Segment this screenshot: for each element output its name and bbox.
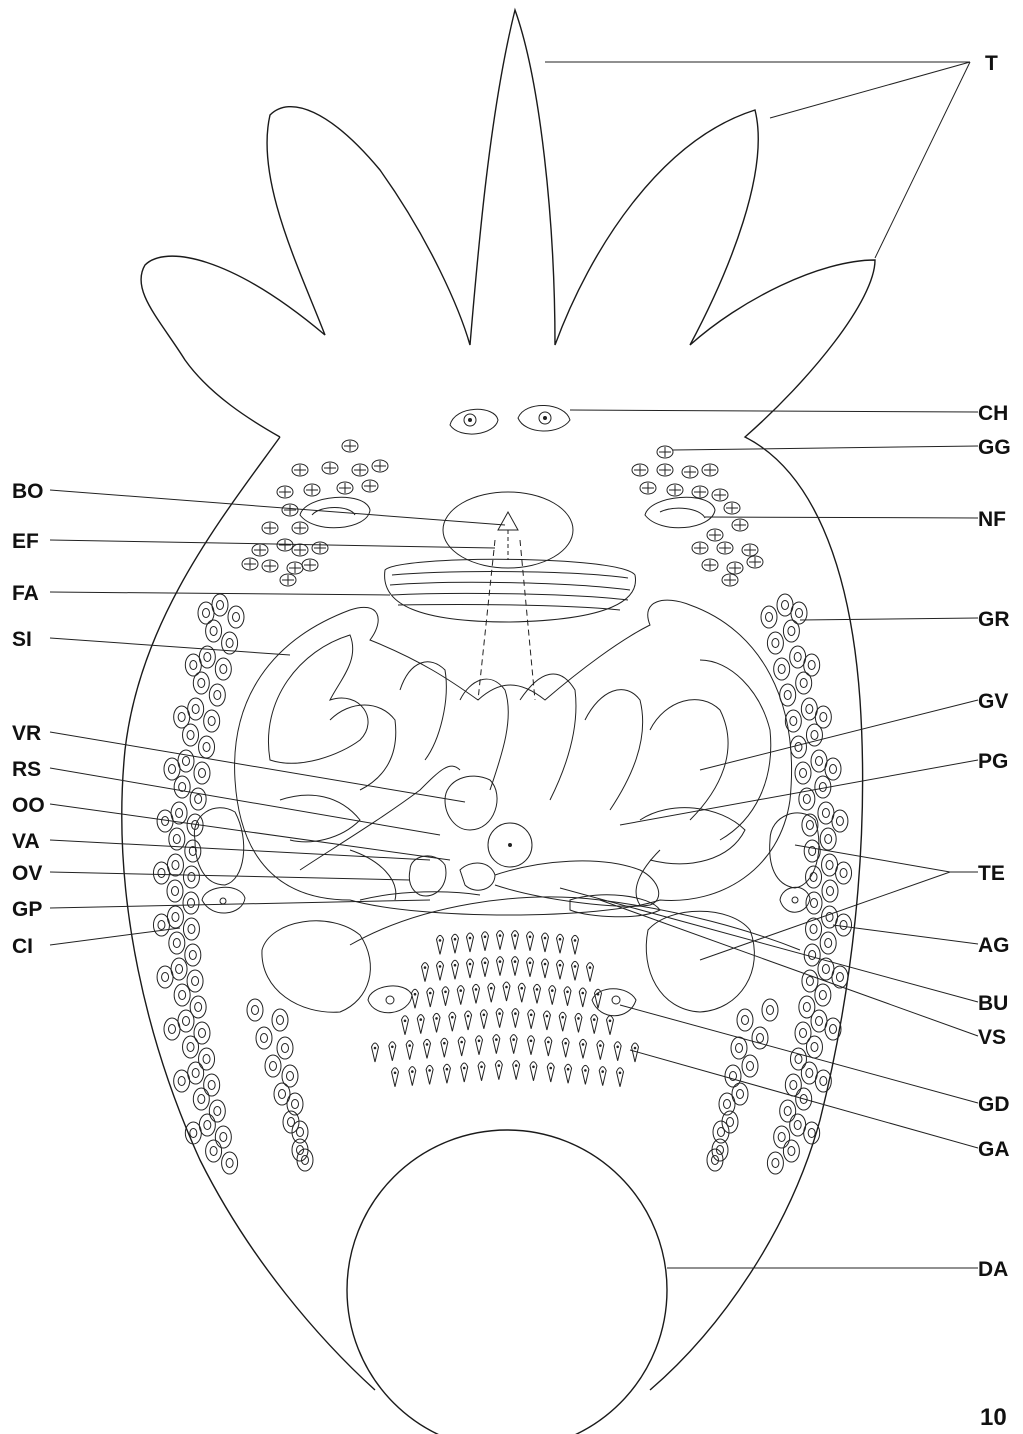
label-gd: GD	[978, 1093, 1010, 1116]
label-te: TE	[978, 862, 1005, 885]
granular-cells-left	[153, 594, 313, 1174]
label-bu: BU	[978, 992, 1008, 1015]
label-ch: CH	[978, 402, 1008, 425]
label-pg: PG	[978, 750, 1008, 773]
label-oo: OO	[12, 794, 45, 817]
posterior-disc	[347, 1130, 667, 1434]
label-ci: CI	[12, 935, 33, 958]
label-gv: GV	[978, 690, 1008, 713]
reproductive-organs	[300, 766, 800, 950]
label-rs: RS	[12, 758, 41, 781]
labels: T CH GG NF GR GV PG TE AG BU VS GD GA DA…	[12, 52, 1011, 1431]
label-nf: NF	[978, 508, 1006, 531]
label-da: DA	[978, 1258, 1008, 1281]
label-gr: GR	[978, 608, 1010, 631]
label-fa: FA	[12, 582, 39, 605]
pharynx	[385, 492, 636, 700]
label-t: T	[985, 52, 998, 75]
label-ov: OV	[12, 862, 42, 885]
label-gp: GP	[12, 898, 42, 921]
gland-cell-cluster-left	[242, 440, 388, 586]
label-gg: GG	[978, 436, 1011, 459]
gonad-cells	[202, 887, 810, 1015]
label-va: VA	[12, 830, 40, 853]
label-si: SI	[12, 628, 32, 651]
adhesive-glands	[372, 931, 639, 1087]
label-bo: BO	[12, 480, 44, 503]
gland-cell-cluster-right	[632, 446, 763, 586]
granular-cells-right	[707, 594, 852, 1174]
label-ef: EF	[12, 530, 39, 553]
eyes	[450, 405, 570, 434]
label-ga: GA	[978, 1138, 1010, 1161]
body-outline	[122, 10, 875, 1390]
label-vr: VR	[12, 722, 41, 745]
label-vs: VS	[978, 1026, 1006, 1049]
figure-number: 10	[980, 1404, 1007, 1431]
intestine	[235, 600, 792, 915]
label-ag: AG	[978, 934, 1010, 957]
leader-lines	[50, 62, 978, 1268]
